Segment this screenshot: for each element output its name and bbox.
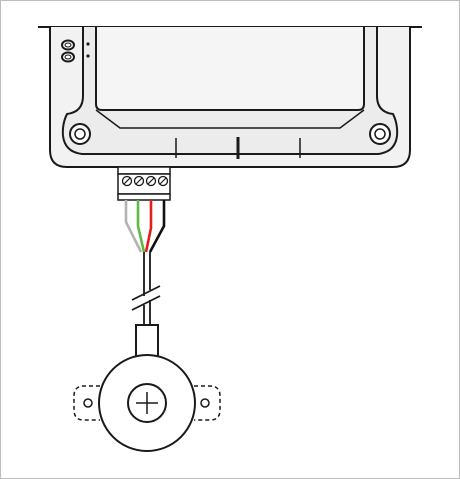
led-1 xyxy=(61,39,75,51)
sensor-cable xyxy=(131,252,161,325)
cable-upper xyxy=(143,252,151,296)
mounting-hole-right xyxy=(369,123,391,145)
wire-bundle xyxy=(124,200,166,253)
mounting-ear-left-hole xyxy=(83,398,93,408)
crosshair-icon xyxy=(136,392,158,414)
enclosure-bevel xyxy=(95,109,365,129)
red-wire xyxy=(144,200,153,253)
mounting-ear-right-hole xyxy=(200,398,210,408)
sensor-neck xyxy=(135,324,159,358)
mounting-ear-right xyxy=(194,385,221,421)
white-wire xyxy=(124,200,143,253)
mounting-ear-left xyxy=(73,385,100,421)
terminal-screws xyxy=(121,175,169,187)
round-sensor xyxy=(73,324,221,452)
display-window xyxy=(95,27,365,111)
terminal-screw-2 xyxy=(133,175,145,187)
controller-enclosure xyxy=(38,26,422,168)
cable-break-mark xyxy=(131,285,161,311)
terminal-screw-1 xyxy=(121,175,133,187)
terminal-block xyxy=(117,166,171,201)
green-wire xyxy=(136,200,146,253)
led-1-inner xyxy=(64,42,72,48)
led-dot-1 xyxy=(86,42,90,46)
terminal-screw-4 xyxy=(157,175,169,187)
led-2-inner xyxy=(64,54,72,60)
led-indicators xyxy=(61,39,90,63)
terminal-screw-3 xyxy=(145,175,157,187)
cable-lower xyxy=(143,300,151,325)
mounting-hole-left xyxy=(69,123,91,145)
black-wire xyxy=(148,200,166,253)
led-dot-2 xyxy=(86,54,90,58)
led-2 xyxy=(61,51,75,63)
